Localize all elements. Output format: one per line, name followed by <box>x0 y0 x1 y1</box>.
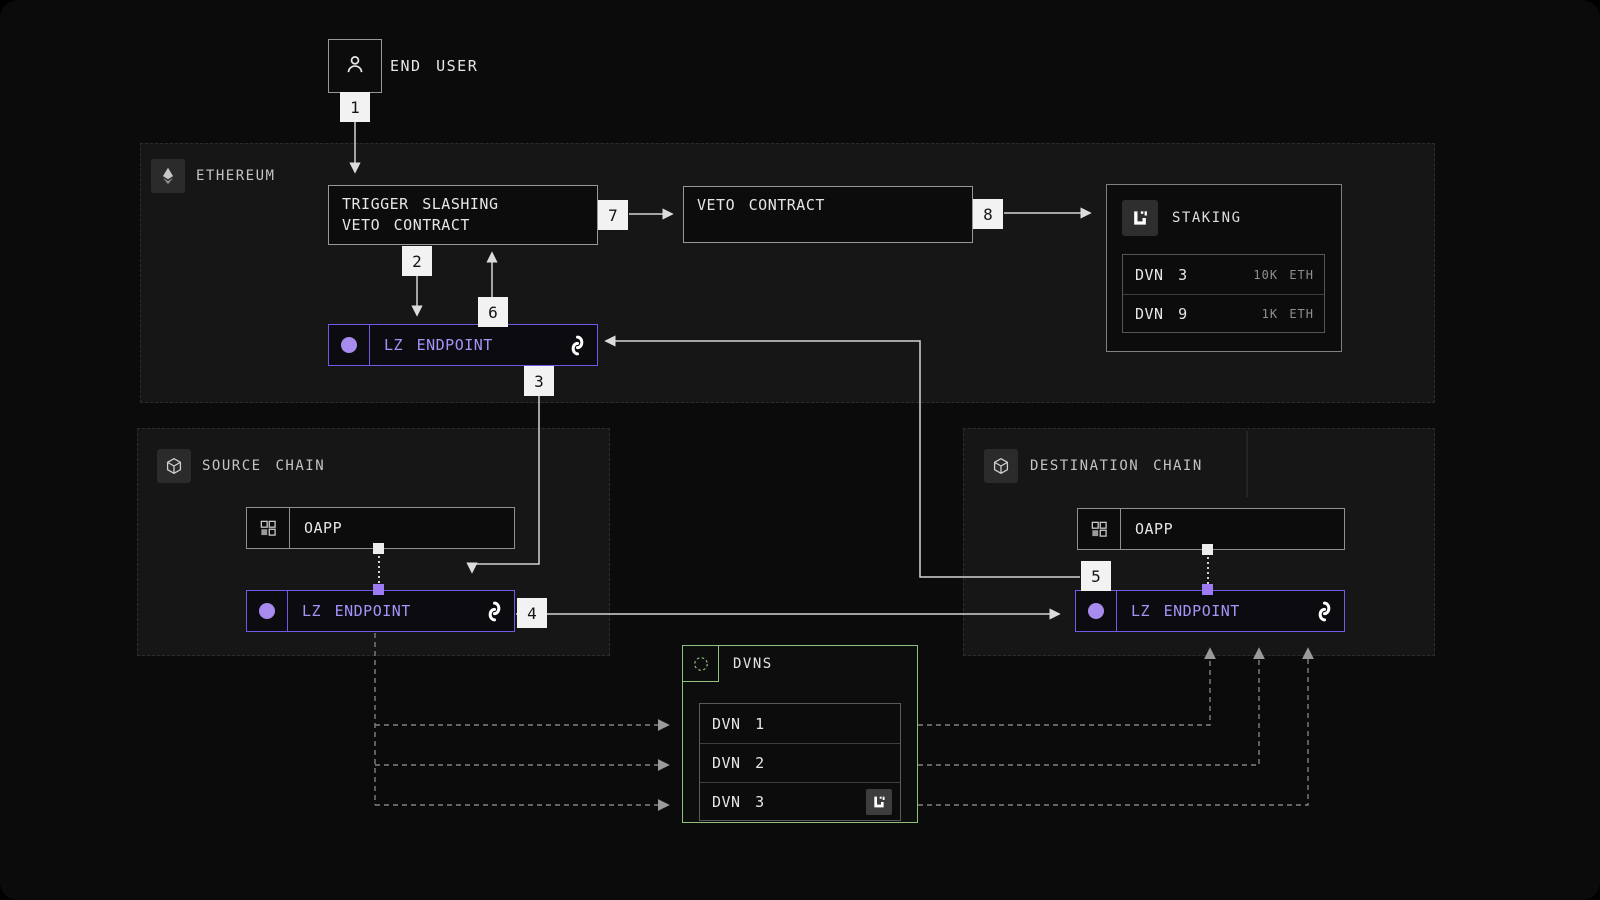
step-badge-7: 7 <box>598 200 628 230</box>
panel-label-ethereum: ETHEREUM <box>196 168 276 184</box>
staking-node: STAKING DVN 3 10K ETH DVN 9 1K ETH <box>1106 184 1342 352</box>
ethereum-icon <box>151 159 185 193</box>
staking-dvn-stake: 10K ETH <box>1253 267 1314 282</box>
staking-dvn-stake: 1K ETH <box>1261 307 1314 321</box>
layerzero-logo-icon <box>1122 200 1158 236</box>
layerzero-protocol-icon <box>570 334 585 357</box>
panel-label-source-chain: SOURCE CHAIN <box>202 458 326 474</box>
layerzero-protocol-icon <box>487 600 502 623</box>
dvn-name: DVN 1 <box>712 714 765 733</box>
step-badge-3: 3 <box>524 366 554 396</box>
layerzero-logo-icon <box>866 789 892 815</box>
oapp-grid-icon <box>247 508 290 548</box>
lz-endpoint-ethereum-node: LZ ENDPOINT <box>328 324 598 366</box>
purple-dot-icon <box>1088 603 1104 619</box>
oapp-label: OAPP <box>304 519 343 537</box>
dvn-name: DVN 2 <box>712 754 765 772</box>
dvn-name: DVN 3 <box>712 793 765 811</box>
step-badge-6: 6 <box>478 297 508 327</box>
endpoint-dot-cell <box>247 591 288 631</box>
oapp-label: OAPP <box>1135 520 1174 538</box>
connector-square-source-endpoint <box>373 584 384 595</box>
step-badge-2: 2 <box>402 246 432 276</box>
oapp-source-node: OAPP <box>246 507 515 549</box>
connector-square-destination-endpoint <box>1202 584 1213 595</box>
source-chain-icon <box>157 449 191 483</box>
connector-square-destination-oapp <box>1202 544 1213 555</box>
staking-table: DVN 3 10K ETH DVN 9 1K ETH <box>1122 254 1325 333</box>
endpoint-dot-cell <box>1076 591 1117 631</box>
panel-label-destination-chain: DESTINATION CHAIN <box>1030 458 1203 474</box>
oapp-destination-node: OAPP <box>1077 508 1345 550</box>
wire-step-3 <box>466 396 540 574</box>
dvn-row: DVN 2 <box>700 743 900 782</box>
purple-dot-icon <box>341 337 357 353</box>
step-badge-8: 8 <box>973 199 1003 229</box>
staking-row: DVN 3 10K ETH <box>1123 255 1324 294</box>
step-badge-4: 4 <box>517 598 547 628</box>
destination-chain-icon <box>984 449 1018 483</box>
lz-endpoint-destination-node: LZ ENDPOINT <box>1075 590 1345 632</box>
end-user-label: END USER <box>390 57 479 75</box>
wire-dvn1-destination <box>918 647 1216 726</box>
wire-step-5 <box>604 335 1080 578</box>
connector-square-source-oapp <box>373 543 384 554</box>
endpoint-dot-cell <box>329 325 370 365</box>
dvn-row: DVN 3 <box>700 782 900 821</box>
end-user-node <box>328 39 382 93</box>
lz-endpoint-source-node: LZ ENDPOINT <box>246 590 515 632</box>
purple-dot-icon <box>259 603 275 619</box>
dvns-table: DVN 1 DVN 2 DVN 3 <box>699 703 901 821</box>
wire-dvn3-destination <box>918 647 1314 806</box>
staking-title: STAKING <box>1172 210 1242 226</box>
step-badge-1: 1 <box>340 92 370 122</box>
step-badge-5: 5 <box>1081 561 1111 591</box>
dvns-node: DVNS DVN 1 DVN 2 DVN 3 <box>682 645 918 823</box>
dvns-title: DVNS <box>733 656 773 672</box>
endpoint-label: LZ ENDPOINT <box>1131 602 1240 620</box>
dvns-circle-icon <box>683 646 719 682</box>
trigger-slashing-veto-contract-node: TRIGGER SLASHING VETO CONTRACT <box>328 185 598 245</box>
veto-contract-node: VETO CONTRACT <box>683 186 973 243</box>
staking-dvn-name: DVN 9 <box>1135 305 1188 323</box>
staking-row: DVN 9 1K ETH <box>1123 294 1324 333</box>
wire-dvn2-destination <box>918 647 1265 766</box>
endpoint-label: LZ ENDPOINT <box>302 602 411 620</box>
dvn-row: DVN 1 <box>700 704 900 743</box>
oapp-grid-icon <box>1078 509 1121 549</box>
user-icon <box>342 51 368 81</box>
layerzero-protocol-icon <box>1317 600 1332 623</box>
endpoint-label: LZ ENDPOINT <box>384 336 493 354</box>
staking-dvn-name: DVN 3 <box>1135 265 1188 284</box>
